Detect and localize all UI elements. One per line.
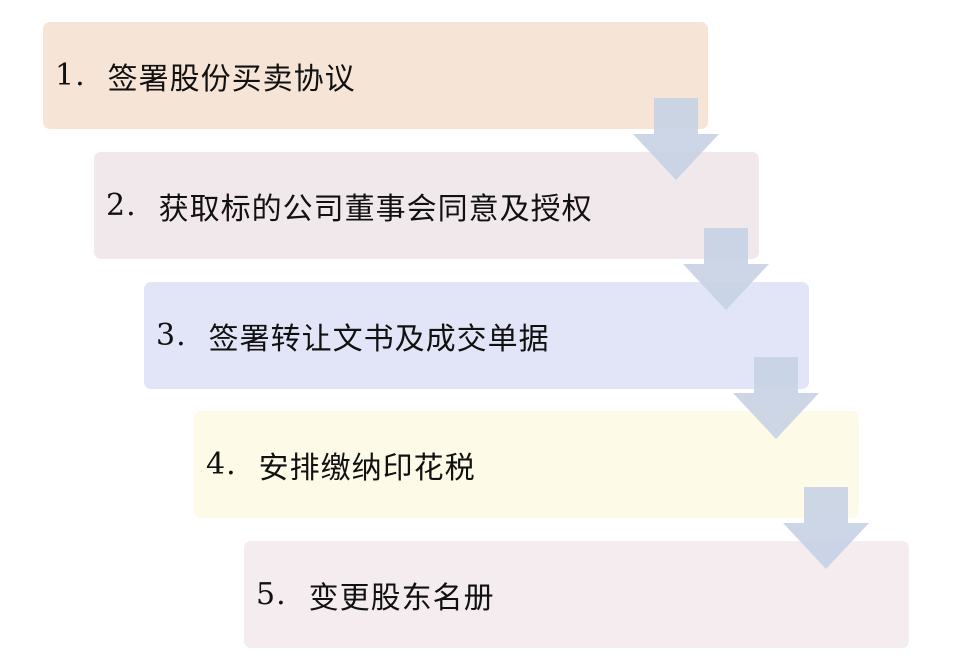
down-arrow-icon-3 — [733, 357, 819, 439]
step-2-number: 2. — [106, 188, 137, 223]
down-arrow-icon-1 — [633, 98, 719, 180]
down-arrow-icon-4 — [783, 487, 869, 569]
step-3-box: 3. 签署转让文书及成交单据 — [144, 282, 809, 389]
step-2-box: 2. 获取标的公司董事会同意及授权 — [94, 152, 759, 259]
step-5-label: 变更股东名册 — [308, 580, 495, 616]
step-3-label: 签署转让文书及成交单据 — [208, 321, 550, 357]
step-4-box: 4. 安排缴纳印花税 — [194, 411, 859, 518]
step-4-label: 安排缴纳印花税 — [258, 450, 476, 486]
down-arrow-icon-2 — [683, 228, 769, 310]
step-5-box: 5. 变更股东名册 — [244, 541, 909, 648]
step-1-label: 签署股份买卖协议 — [107, 61, 356, 97]
step-5-number: 5. — [256, 577, 287, 612]
step-4-number: 4. — [206, 447, 237, 482]
step-2-label: 获取标的公司董事会同意及授权 — [158, 191, 593, 227]
step-3-number: 3. — [156, 318, 187, 353]
step-1-box: 1. 签署股份买卖协议 — [43, 22, 708, 129]
step-1-number: 1. — [55, 58, 86, 93]
